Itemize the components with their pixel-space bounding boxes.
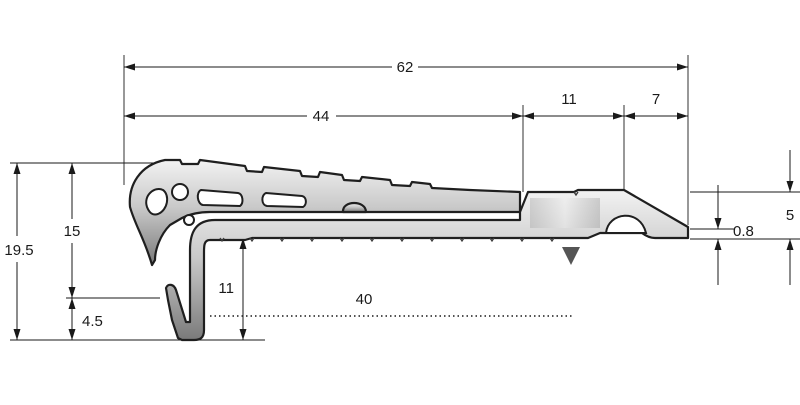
dim-overall-width: 62 <box>124 59 688 76</box>
dim-tread-thickness: 40 <box>210 291 572 317</box>
label-nosing-width: 44 <box>313 108 330 125</box>
label-tread-thickness: 40 <box>356 291 373 308</box>
label-tip-width: 7 <box>652 91 660 108</box>
bead <box>341 201 368 214</box>
dim-nose-height: 15 <box>64 163 81 298</box>
dim-insert-width: 11 <box>523 91 624 120</box>
dim-leg-height: 11 <box>218 238 247 340</box>
dim-overall-height: 19.5 <box>4 163 34 340</box>
dim-nosing-width: 44 <box>124 108 523 125</box>
dim-edge-thickness: 0.8 <box>714 185 754 285</box>
dim-lip-height: 4.5 <box>68 298 103 340</box>
underside-ribs <box>219 237 555 243</box>
nosing-slot-1 <box>145 188 169 216</box>
label-edge-thickness: 0.8 <box>733 223 754 240</box>
insert-sheen <box>530 198 600 228</box>
label-flange-height: 5 <box>786 207 794 224</box>
nosing-slot-2 <box>196 188 244 208</box>
nosing-round-hole <box>171 183 189 201</box>
triangle-down-icon <box>562 247 580 265</box>
nosing-small-hole <box>183 214 195 226</box>
nosing-slot-3 <box>261 191 307 209</box>
label-leg-height: 11 <box>218 280 234 297</box>
dim-flange-height: 5 <box>786 150 794 285</box>
nosing-body <box>128 158 522 267</box>
insert-hole <box>604 214 648 234</box>
label-lip-height: 4.5 <box>82 313 103 330</box>
label-nose-height: 15 <box>64 223 81 240</box>
label-overall-height: 19.5 <box>4 242 33 259</box>
label-insert-width: 11 <box>561 91 577 108</box>
insert-groove <box>573 191 579 197</box>
label-overall-width: 62 <box>397 59 414 76</box>
dim-tip-width: 7 <box>624 91 688 120</box>
